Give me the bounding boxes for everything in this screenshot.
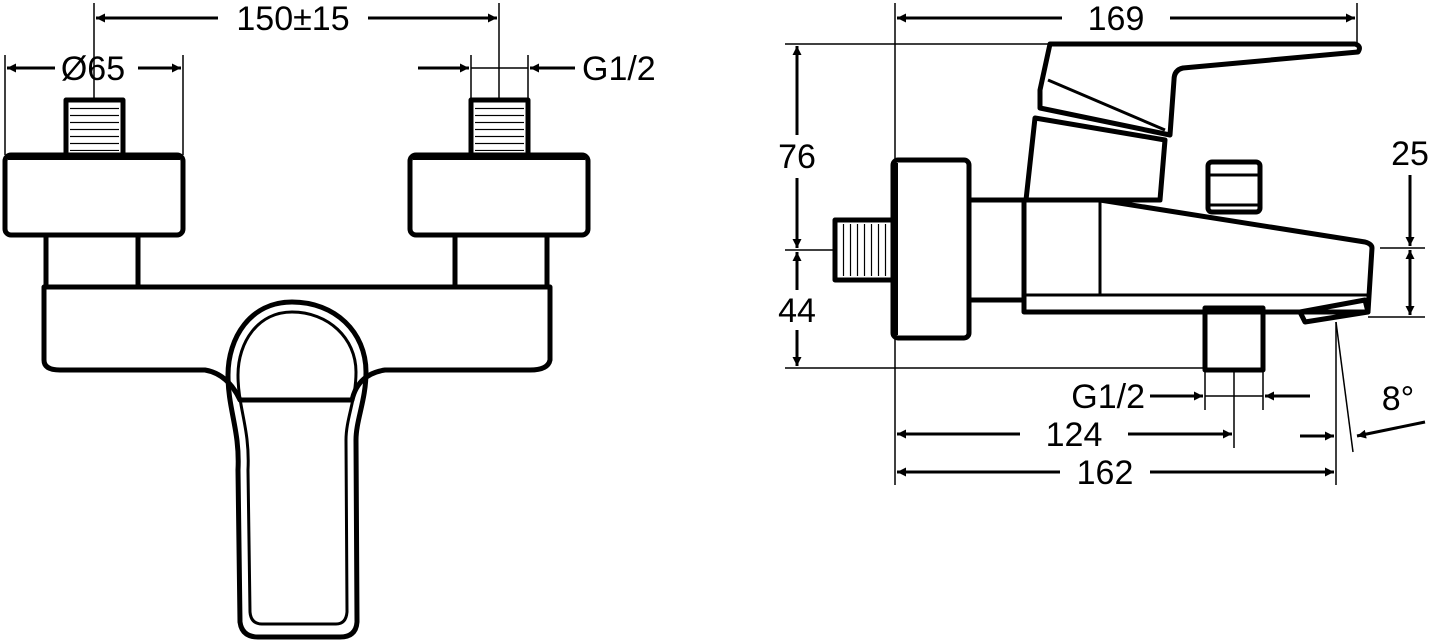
dim-spout-angle-label: 8° <box>1382 380 1415 418</box>
dim-outlet-distance-label: 124 <box>1046 416 1103 454</box>
dim-height-lower-label: 44 <box>778 292 816 330</box>
side-view: 169 76 44 25 G1/2 124 <box>778 0 1429 492</box>
front-view: 150±15 Ø65 G1/2 <box>2 0 656 640</box>
side-lever-handle <box>1037 41 1362 138</box>
left-thread-connection <box>63 97 126 158</box>
spout-aerator <box>1297 297 1371 325</box>
right-rosette <box>407 152 591 238</box>
dim-spout-projection-label: 162 <box>1077 454 1134 492</box>
right-thread-connection <box>468 97 531 158</box>
dim-spacing-label: 150±15 <box>236 0 349 38</box>
lever-handle <box>225 299 369 640</box>
left-rosette <box>2 152 186 238</box>
dim-depth-label: 169 <box>1088 0 1145 38</box>
dim-connection-label: G1/2 <box>582 50 656 88</box>
side-mixer-body <box>1021 197 1375 315</box>
dim-spout-height-label: 25 <box>1391 135 1429 173</box>
side-rosette <box>890 157 972 341</box>
side-thread-connection <box>832 217 896 283</box>
diverter-knob <box>1205 159 1263 215</box>
dim-height-upper-label: 76 <box>778 138 816 176</box>
dim-outlet-connection-label: G1/2 <box>1071 378 1145 416</box>
dim-diameter-label: Ø65 <box>61 50 125 88</box>
shower-outlet <box>1202 305 1266 373</box>
